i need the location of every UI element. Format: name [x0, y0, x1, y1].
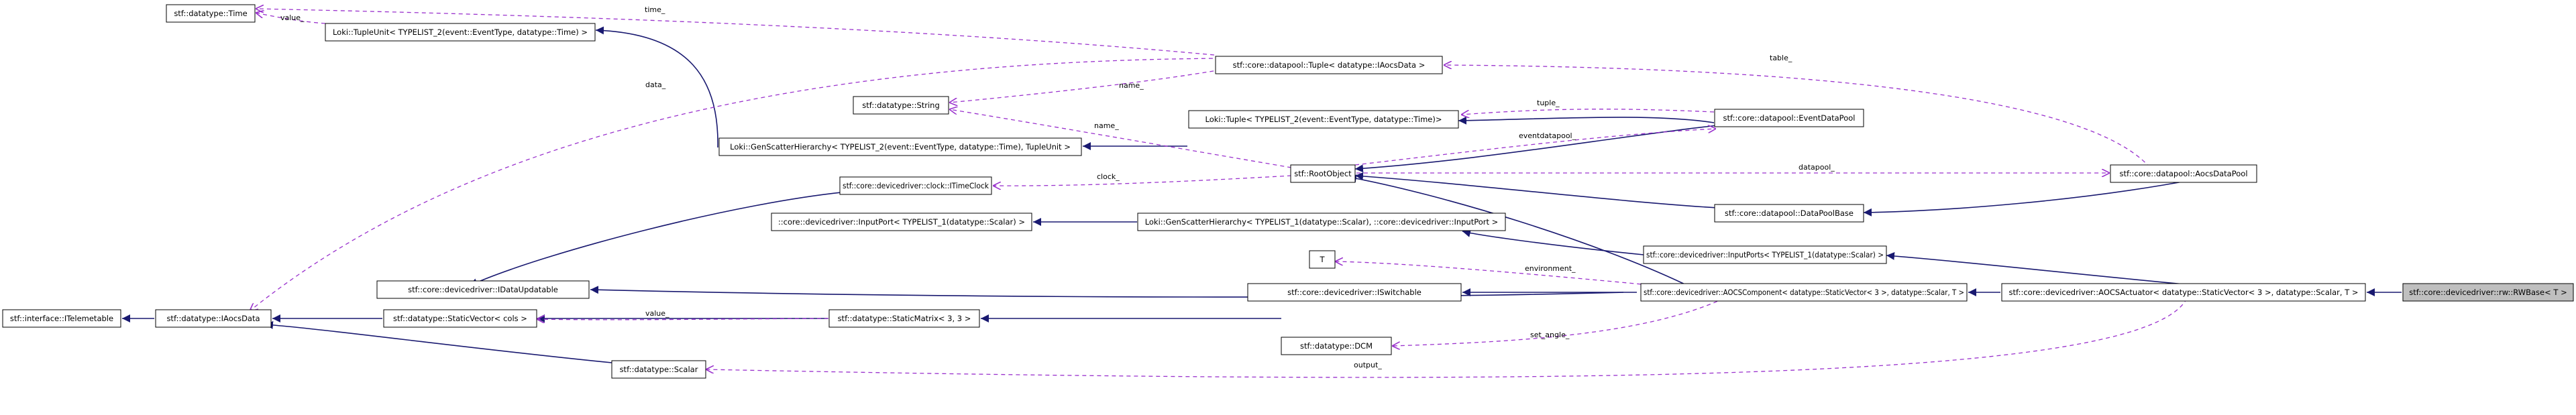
- node-staticvector-label: stf::datatype::StaticVector< cols >: [393, 314, 527, 323]
- node-dcm[interactable]: stf::datatype::DCM: [1281, 337, 1392, 355]
- node-dcm-label: stf::datatype::DCM: [1300, 341, 1373, 351]
- node-iswitchable[interactable]: stf::core::devicedriver::ISwitchable: [1247, 283, 1462, 302]
- edge-label-clock: clock_: [1097, 172, 1120, 181]
- edge-aocsactuator-inputports: [1886, 251, 2214, 288]
- edge-label-table: table_: [1770, 54, 1792, 62]
- edge-use-output: [706, 298, 2188, 378]
- nodes: stf::datatype::Time Loki::TupleUnit< TYP…: [2, 4, 2574, 379]
- node-time-label: stf::datatype::Time: [174, 9, 247, 18]
- node-aocsdatapool-label: stf::core::datapool::AocsDataPool: [2119, 169, 2247, 178]
- edge-scalar-iaocsdata: [264, 320, 612, 363]
- node-aocscomponent[interactable]: stf::core::devicedriver::AOCSComponent< …: [1640, 283, 1968, 302]
- node-t[interactable]: T: [1309, 250, 1336, 269]
- edge-use-time: [256, 9, 1215, 56]
- edge-label-value-vec: value_: [645, 309, 669, 318]
- node-idataupdatable-label: stf::core::devicedriver::IDataUpdatable: [408, 285, 558, 294]
- node-tupleunit[interactable]: Loki::TupleUnit< TYPELIST_2(event::Event…: [325, 23, 596, 42]
- node-idataupdatable[interactable]: stf::core::devicedriver::IDataUpdatable: [376, 280, 590, 299]
- edge-label-value-time: value_: [280, 13, 305, 22]
- node-iaocsdata-label: stf::datatype::IAocsData: [166, 314, 260, 323]
- edge-aocsdatapool-datapoolbase: [1863, 179, 2194, 217]
- edge-use-set-angle: [1392, 298, 1725, 346]
- node-inputports-label: stf::core::devicedriver::InputPorts< TYP…: [1646, 250, 1884, 259]
- node-tuple-aocs-label: stf::core::datapool::Tuple< datatype::IA…: [1233, 60, 1426, 70]
- node-inputport-label: ::core::devicedriver::InputPort< TYPELIS…: [778, 217, 1025, 227]
- edge-inputports-genscatter-scalar: [1462, 229, 1644, 255]
- edge-label-name2: name_: [1094, 121, 1119, 130]
- node-eventdatapool[interactable]: stf::core::datapool::EventDataPool: [1714, 109, 1864, 127]
- edge-timeclock-idataupdatable: [469, 190, 856, 286]
- node-t-label: T: [1319, 255, 1325, 264]
- node-rwbase-label: stf::core::devicedriver::rw::RWBase< T >: [2409, 288, 2567, 297]
- node-datapoolbase-label: stf::core::datapool::DataPoolBase: [1725, 209, 1854, 218]
- node-itelemetable[interactable]: stf::interface::ITelemetable: [2, 309, 121, 328]
- edge-datapoolbase-rootobject: [1354, 172, 1718, 209]
- edge-label-name1: name_: [1119, 81, 1144, 90]
- edge-aocscomponent-idataupdatable: [590, 286, 1624, 298]
- edge-aocscomponent-rootobject: [1348, 174, 1691, 288]
- edge-label-set-angle: set_angle_: [1530, 331, 1570, 339]
- node-staticmatrix[interactable]: stf::datatype::StaticMatrix< 3, 3 >: [828, 309, 980, 328]
- node-genscatter-time-label: Loki::GenScatterHierarchy< TYPELIST_2(ev…: [730, 142, 1071, 152]
- node-rootobject[interactable]: stf::RootObject: [1290, 164, 1356, 183]
- node-time[interactable]: stf::datatype::Time: [166, 4, 256, 23]
- edge-label-tuple: tuple_: [1537, 99, 1560, 107]
- node-iaocsdata[interactable]: stf::datatype::IAocsData: [155, 309, 272, 328]
- node-genscatter-scalar-label: Loki::GenScatterHierarchy< TYPELIST_1(da…: [1145, 217, 1499, 227]
- edge-eventdatapool-loki-tuple: [1458, 116, 1715, 125]
- edge-label-datapool: datapool_: [1799, 163, 1835, 172]
- edge-eventdatapool-rootobject: [1354, 125, 1718, 173]
- node-timeclock[interactable]: stf::core::devicedriver::clock::ITimeClo…: [839, 176, 992, 195]
- node-itelemetable-label: stf::interface::ITelemetable: [10, 314, 113, 323]
- node-aocsactuator-label: stf::core::devicedriver::AOCSActuator< d…: [2008, 288, 2358, 297]
- node-timeclock-label: stf::core::devicedriver::clock::ITimeClo…: [843, 181, 989, 190]
- edge-label-output: output_: [1354, 361, 1382, 369]
- edge-label-data: data_: [645, 80, 666, 89]
- edge-use-name1: [949, 69, 1222, 103]
- node-genscatter-time[interactable]: Loki::GenScatterHierarchy< TYPELIST_2(ev…: [718, 137, 1082, 156]
- node-rootobject-label: stf::RootObject: [1294, 169, 1352, 178]
- node-tuple-aocs[interactable]: stf::core::datapool::Tuple< datatype::IA…: [1215, 56, 1443, 74]
- node-aocsactuator[interactable]: stf::core::devicedriver::AOCSActuator< d…: [2001, 283, 2366, 302]
- edge-label-time: time_: [645, 5, 665, 14]
- node-string-label: stf::datatype::String: [862, 101, 940, 110]
- node-aocsdatapool[interactable]: stf::core::datapool::AocsDataPool: [2110, 164, 2257, 183]
- node-inputport[interactable]: ::core::devicedriver::InputPort< TYPELIS…: [771, 213, 1032, 231]
- edge-use-environment: [1335, 261, 1671, 288]
- node-scalar[interactable]: stf::datatype::Scalar: [611, 360, 706, 379]
- node-inputports[interactable]: stf::core::devicedriver::InputPorts< TYP…: [1643, 245, 1887, 264]
- edge-use-table: [1444, 65, 2151, 168]
- edge-labels: time_ value_ data_ table_ name_ name_ tu…: [280, 5, 1835, 369]
- node-tupleunit-label: Loki::TupleUnit< TYPELIST_2(event::Event…: [333, 27, 588, 37]
- edge-tupleunit-genscatter-time: [595, 26, 718, 148]
- edge-use-value-time: [256, 13, 326, 24]
- node-loki-tuple[interactable]: Loki::Tuple< TYPELIST_2(event::EventType…: [1188, 110, 1459, 129]
- node-datapoolbase[interactable]: stf::core::datapool::DataPoolBase: [1714, 204, 1864, 223]
- node-loki-tuple-label: Loki::Tuple< TYPELIST_2(event::EventType…: [1205, 115, 1442, 124]
- node-genscatter-scalar[interactable]: Loki::GenScatterHierarchy< TYPELIST_1(da…: [1137, 213, 1506, 231]
- edge-use-tuple: [1461, 109, 1715, 115]
- edge-label-environment: environment_: [1525, 264, 1576, 273]
- edge-label-eventdatapool: eventdatapool_: [1519, 131, 1576, 140]
- node-string[interactable]: stf::datatype::String: [853, 96, 949, 115]
- node-scalar-label: stf::datatype::Scalar: [620, 365, 698, 374]
- edge-use-data: [250, 58, 1228, 311]
- edge-use-clock: [993, 175, 1292, 186]
- node-rwbase[interactable]: stf::core::devicedriver::rw::RWBase< T >: [2402, 283, 2574, 302]
- node-staticmatrix-label: stf::datatype::StaticMatrix< 3, 3 >: [838, 314, 971, 323]
- node-staticvector[interactable]: stf::datatype::StaticVector< cols >: [383, 309, 537, 328]
- node-iswitchable-label: stf::core::devicedriver::ISwitchable: [1287, 288, 1421, 297]
- edge-use-eventdatapool: [1354, 129, 1716, 166]
- node-eventdatapool-label: stf::core::datapool::EventDataPool: [1723, 113, 1856, 123]
- node-aocscomponent-label: stf::core::devicedriver::AOCSComponent< …: [1644, 288, 1964, 297]
